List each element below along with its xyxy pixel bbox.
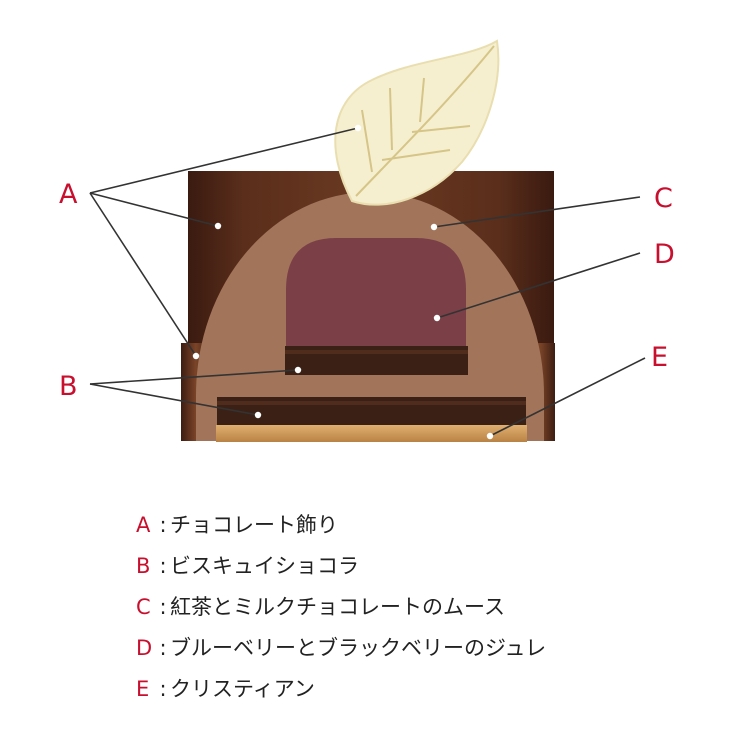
legend-text: クリスティアン <box>170 677 315 701</box>
legend-key: D <box>136 636 153 660</box>
chocolate-leaf <box>334 39 500 206</box>
legend-item-b: B:ビスキュイショコラ <box>136 548 546 589</box>
legend-item-e: E:クリスティアン <box>136 671 546 712</box>
callout-d: D <box>654 239 675 270</box>
legend-separator: : <box>159 595 167 619</box>
leader-dots <box>192 124 494 440</box>
dot-b-bottom <box>254 411 262 419</box>
leader-c <box>433 196 641 228</box>
dot-e <box>486 432 494 440</box>
berry-jelly <box>286 238 466 352</box>
legend-item-d: D:ブルーベリーとブラックベリーのジュレ <box>136 630 546 671</box>
leader-a-back <box>89 192 219 227</box>
legend-item-a: A:チョコレート飾り <box>136 507 546 548</box>
legend-key: B <box>136 554 151 578</box>
dot-a-back <box>214 222 222 230</box>
legend-separator: : <box>159 677 167 701</box>
leader-e <box>489 357 646 437</box>
legend-separator: : <box>159 636 167 660</box>
leader-b-bottom <box>89 383 259 416</box>
leader-b-top <box>89 369 299 385</box>
leader-a-side <box>89 192 197 357</box>
dot-c <box>430 223 438 231</box>
cake-cross-section-diagram: A B C D E <box>59 39 675 442</box>
biscuit-layer-bottom-texture <box>217 401 526 405</box>
biscuit-layer-top-texture <box>285 350 468 354</box>
legend-text: 紅茶とミルクチョコレートのムース <box>170 595 505 619</box>
legend-key: E <box>136 677 150 701</box>
legend-separator: : <box>159 554 167 578</box>
legend-separator: : <box>159 513 167 537</box>
dot-a-leaf <box>354 124 362 132</box>
callout-b: B <box>59 371 78 402</box>
callout-e: E <box>651 342 668 373</box>
dot-a-side <box>192 352 200 360</box>
leader-a-leaf <box>89 127 359 194</box>
legend: A:チョコレート飾り B:ビスキュイショコラ C:紅茶とミルクチョコレートのムー… <box>136 507 546 712</box>
callout-c: C <box>654 183 673 214</box>
legend-text: チョコレート飾り <box>170 513 338 537</box>
leader-d <box>436 252 641 319</box>
legend-key: C <box>136 595 151 619</box>
legend-item-c: C:紅茶とミルクチョコレートのムース <box>136 589 546 630</box>
legend-key: A <box>136 513 151 537</box>
dot-b-top <box>294 366 302 374</box>
leader-lines <box>89 127 646 437</box>
callout-a: A <box>59 179 78 210</box>
dot-d <box>433 314 441 322</box>
legend-text: ブルーベリーとブラックベリーのジュレ <box>170 636 547 660</box>
crust-base <box>216 425 527 442</box>
legend-text: ビスキュイショコラ <box>170 554 359 578</box>
